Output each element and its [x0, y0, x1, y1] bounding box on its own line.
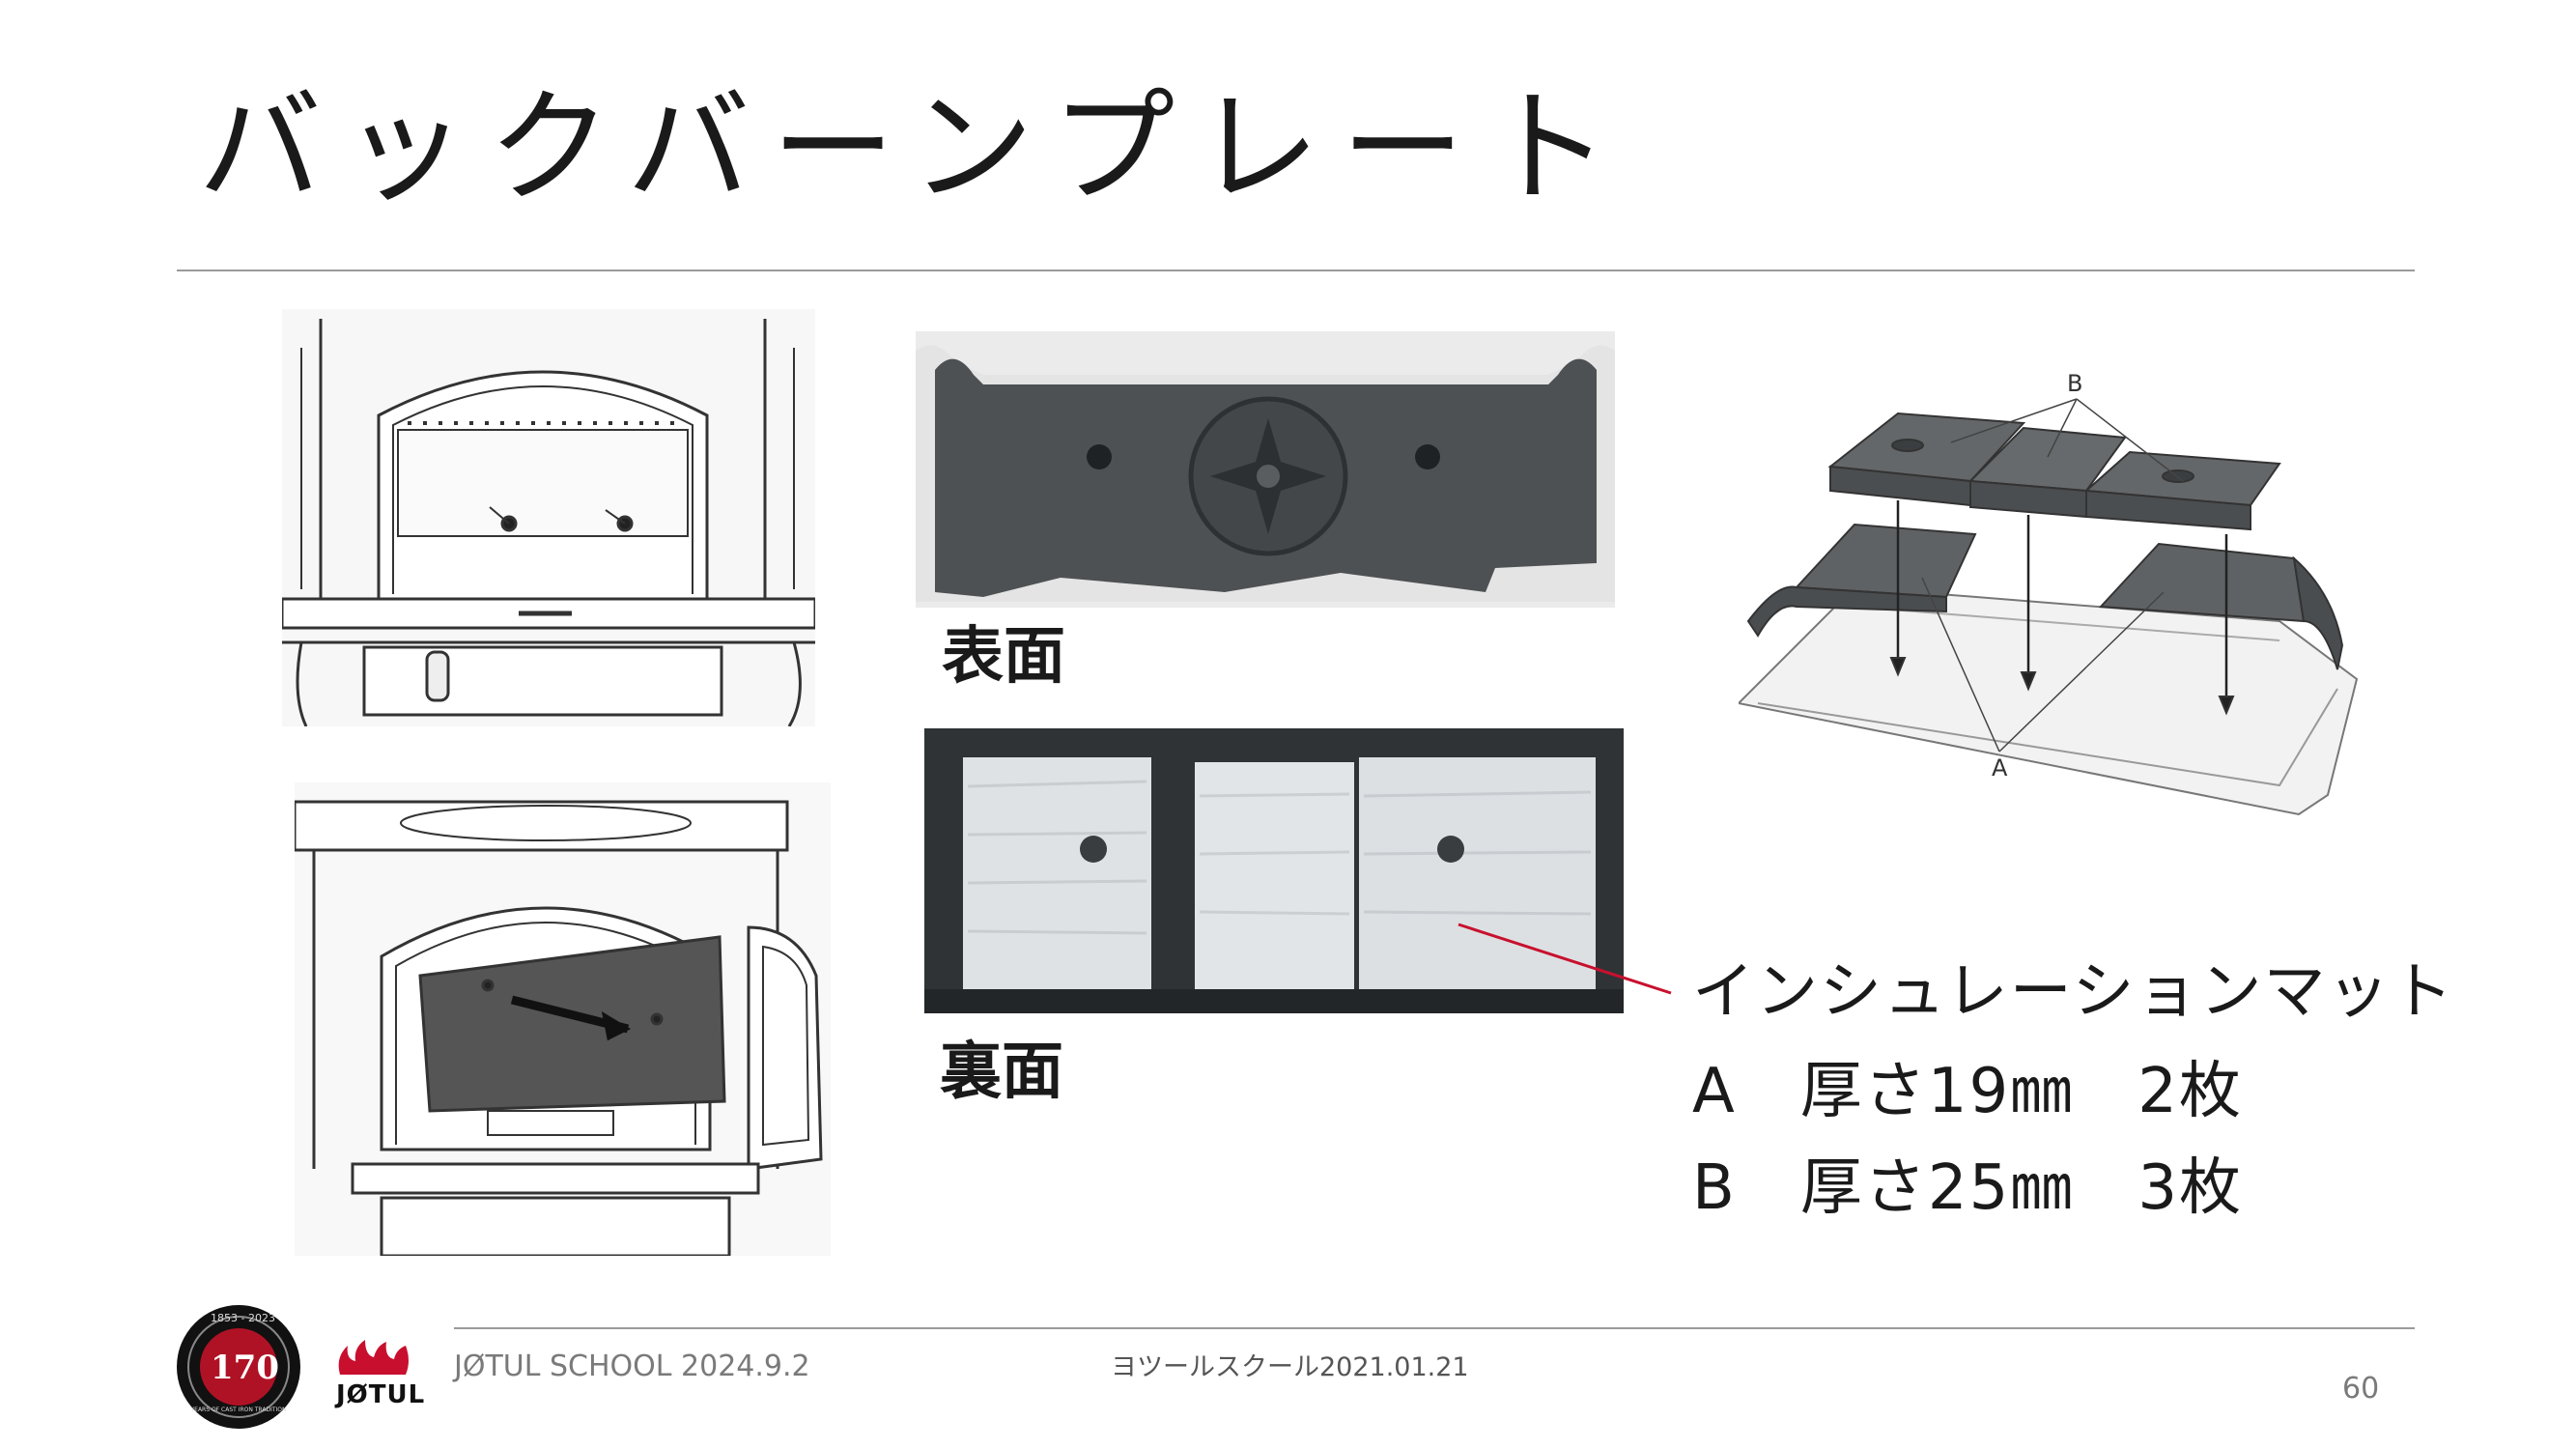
- callout-pointer-line: [1458, 923, 1672, 995]
- front-surface-label: 表面: [942, 621, 1065, 693]
- badge-number: 170: [211, 1349, 279, 1387]
- diagram-label-b: B: [2067, 370, 2083, 397]
- diagram-label-a: A: [1992, 754, 2008, 781]
- footer-left-text: JØTUL SCHOOL 2024.9.2: [454, 1350, 810, 1383]
- footer-center-text: ヨツールスクール2021.01.21: [1111, 1352, 1469, 1382]
- insulation-mat-heading: インシュレーションマット: [1692, 956, 2455, 1028]
- page-number: 60: [2342, 1372, 2380, 1406]
- footer-divider: [454, 1327, 2415, 1329]
- plate-back-photo: [924, 728, 1624, 1013]
- mat-spec-b: B 厚さ25㎜ 3枚: [1692, 1152, 2244, 1224]
- insulation-assembly-diagram: B A: [1739, 370, 2395, 829]
- anniversary-badge: 1853 - 2023 170 YEARS OF CAST IRON TRADI…: [174, 1302, 303, 1432]
- flame-icon: [338, 1340, 409, 1375]
- badge-years: 1853 - 2023: [211, 1312, 275, 1324]
- badge-tagline: YEARS OF CAST IRON TRADITION: [190, 1406, 287, 1413]
- back-surface-label: 裏面: [940, 1037, 1063, 1108]
- stove-diagram-installed: [282, 309, 815, 726]
- jotul-logo: JØTUL: [330, 1338, 424, 1410]
- plate-front-photo: [916, 331, 1615, 608]
- slide-title: バックバーンプレート: [198, 76, 1631, 220]
- title-divider: [177, 270, 2415, 271]
- stove-diagram-insertion: [295, 782, 831, 1256]
- jotul-logo-text: JØTUL: [336, 1380, 426, 1409]
- mat-spec-a: A 厚さ19㎜ 2枚: [1692, 1056, 2243, 1127]
